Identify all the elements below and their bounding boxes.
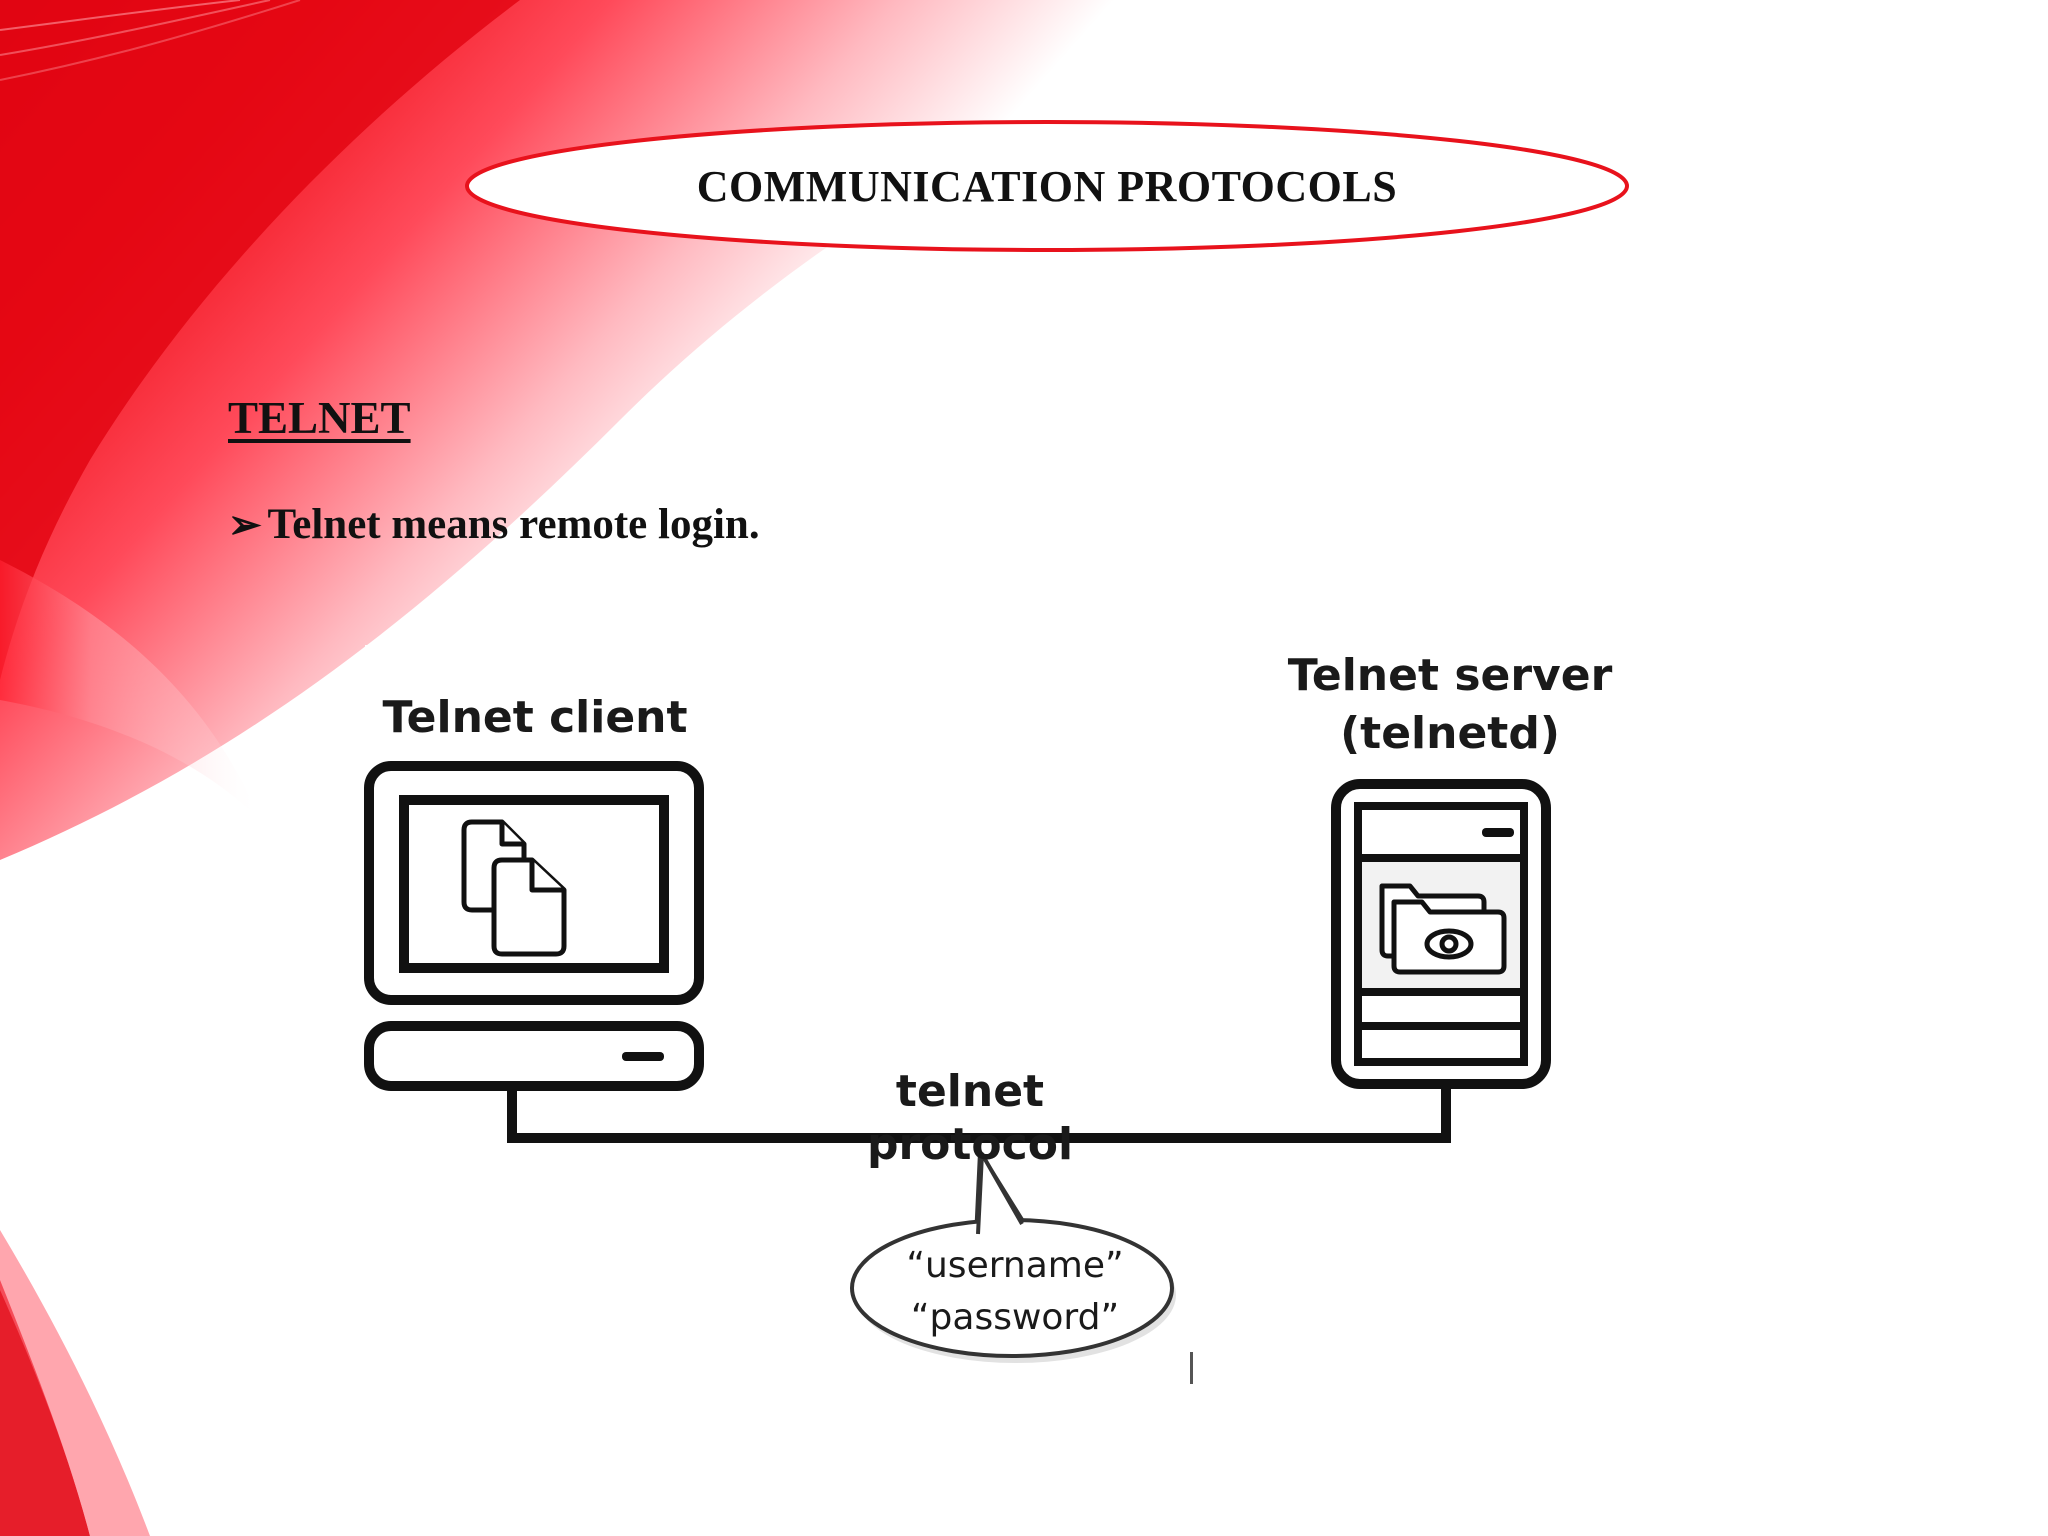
network-link (507, 1088, 1451, 1143)
credentials-text: “username” “password” (880, 1240, 1150, 1344)
folder-eye-icon (1379, 883, 1507, 975)
credential-username: “username” (906, 1245, 1124, 1286)
bullet-arrow-icon: ➢ (228, 502, 262, 547)
credential-password: “password” (910, 1297, 1120, 1339)
credentials-bubble (850, 1150, 1176, 1363)
diagram-drawing (364, 645, 1680, 1385)
slide-title: COMMUNICATION PROTOCOLS (696, 161, 1398, 211)
server-label-line2: (telnetd) (1340, 708, 1560, 759)
server-label-line1: Telnet server (1287, 650, 1613, 701)
title-banner: COMMUNICATION PROTOCOLS (462, 118, 1632, 254)
divider-tick (1190, 1352, 1193, 1384)
documents-icon (461, 819, 567, 957)
telnet-diagram: Telnet client Telnet server (telnetd) te… (360, 640, 1680, 1400)
section-heading: TELNET (228, 393, 411, 443)
bullet-item: ➢ Telnet means remote login. (228, 500, 760, 549)
link-label: telnet protocol (866, 1066, 1074, 1170)
bullet-text: Telnet means remote login. (267, 501, 760, 548)
client-label: Telnet client (382, 692, 688, 743)
